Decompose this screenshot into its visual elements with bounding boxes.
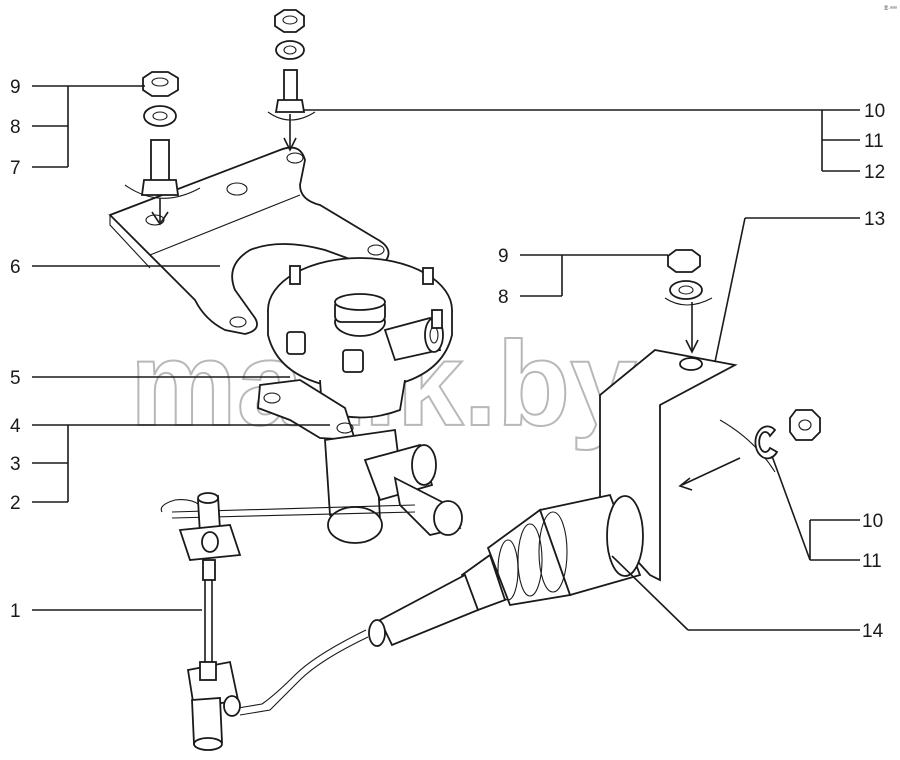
top-bolt-stack: [267, 9, 316, 152]
callout-11-bottom: 11: [862, 551, 882, 572]
valve-body: [257, 257, 463, 544]
callout-6: 6: [10, 257, 21, 278]
callout-9-left: 9: [10, 77, 21, 98]
callout-5: 5: [10, 368, 21, 389]
callout-3: 3: [10, 454, 21, 475]
callout-2: 2: [10, 493, 21, 514]
callout-4: 4: [10, 416, 21, 437]
callout-9-right: 9: [498, 246, 509, 267]
callout-14: 14: [862, 621, 884, 642]
callout-labels: 9 8 7 6 5 4 3 2 1 10 11 12 13 9 8 10 11 …: [10, 77, 885, 642]
callout-8-left: 8: [10, 117, 21, 138]
callout-11-top: 11: [864, 131, 884, 152]
lever-rod: [160, 492, 416, 751]
corner-mark: ⴻ·ᵃᵃᵃ: [884, 6, 898, 12]
callout-8-right: 8: [498, 287, 509, 308]
callout-13: 13: [864, 209, 885, 230]
callout-10-top: 10: [864, 101, 885, 122]
left-bolt-stack: [124, 71, 201, 226]
actuator-cylinder: [237, 493, 644, 716]
leader-lines: [32, 85, 860, 631]
callout-10-bottom: 10: [862, 511, 883, 532]
callout-12: 12: [864, 162, 885, 183]
callout-7: 7: [10, 158, 21, 179]
mounting-bracket: [108, 146, 390, 335]
callout-1: 1: [10, 601, 21, 622]
